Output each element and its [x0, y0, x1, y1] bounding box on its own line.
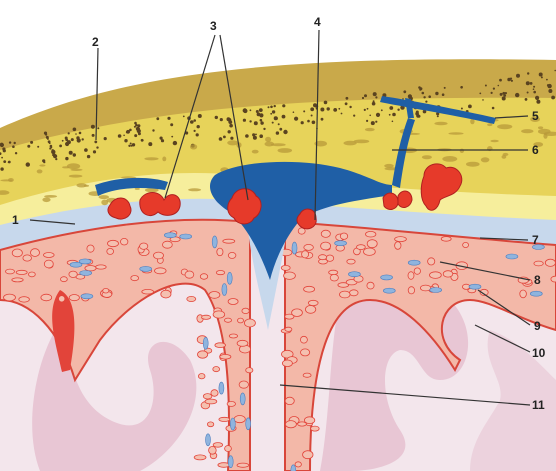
label-3: 3	[210, 19, 217, 33]
label-2: 2	[92, 35, 99, 49]
label-10: 10	[532, 346, 546, 360]
label-9: 9	[534, 319, 541, 333]
label-11: 11	[532, 398, 545, 412]
label-5: 5	[532, 109, 539, 123]
label-4: 4	[314, 15, 321, 29]
label-7: 7	[532, 233, 539, 247]
label-8: 8	[534, 273, 541, 287]
label-6: 6	[532, 143, 539, 157]
label-1: 1	[12, 213, 19, 227]
